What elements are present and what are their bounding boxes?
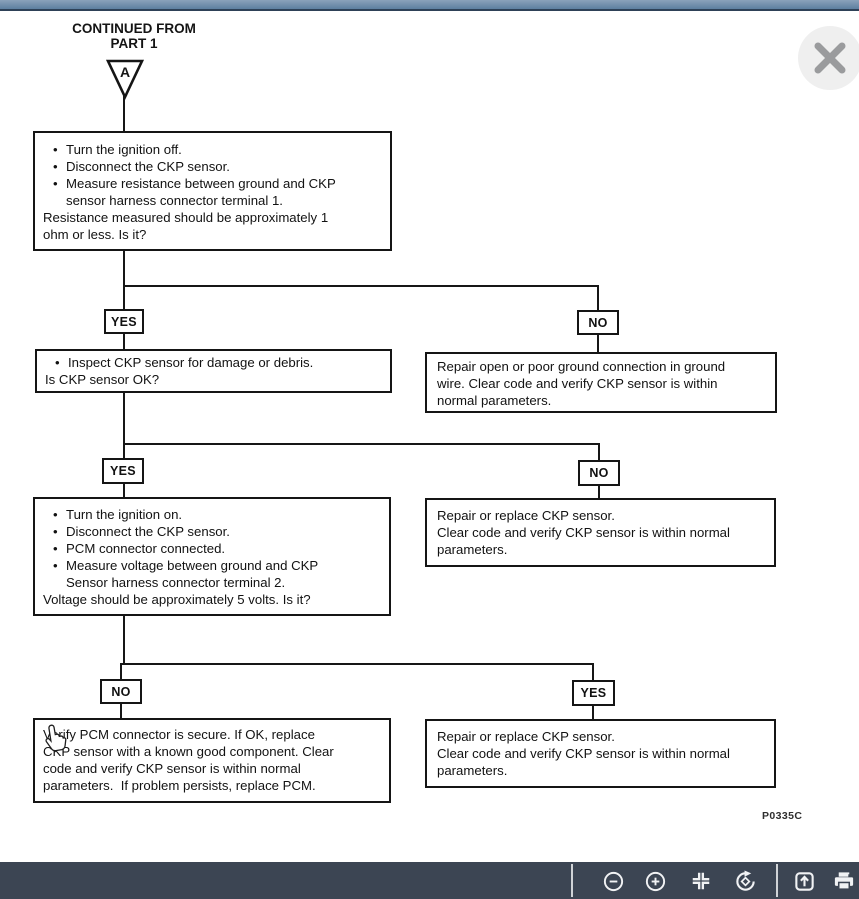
close-button[interactable] bbox=[798, 26, 859, 90]
zoom-out-icon bbox=[603, 871, 623, 891]
print-button[interactable] bbox=[826, 863, 859, 899]
decision-label-yes-3: YES bbox=[572, 680, 615, 706]
box-text-line: Measure resistance between ground and CK… bbox=[43, 175, 382, 192]
connector-line bbox=[123, 285, 599, 287]
connector-line bbox=[598, 443, 600, 466]
connector-line bbox=[123, 386, 125, 445]
box-text-line: Resistance measured should be approximat… bbox=[43, 210, 329, 225]
viewer-toolbar bbox=[0, 862, 859, 899]
box-text-line: Disconnect the CKP sensor. bbox=[43, 523, 381, 540]
box-text-line: Turn the ignition on. bbox=[43, 506, 381, 523]
heading-line-2: PART 1 bbox=[110, 35, 158, 51]
box-text-line: sensor harness connector terminal 1. bbox=[66, 193, 283, 208]
box-text-line: parameters. bbox=[437, 542, 508, 557]
box-text-line: Sensor harness connector terminal 2. bbox=[66, 575, 286, 590]
box-text-line: Turn the ignition off. bbox=[43, 141, 382, 158]
connector-line bbox=[592, 700, 594, 725]
connector-line bbox=[123, 328, 125, 355]
box-text-line: Clear code and verify CKP sensor is with… bbox=[437, 525, 730, 540]
flow-box-repair-replace-1: Repair or replace CKP sensor. Clear code … bbox=[425, 498, 776, 567]
box-text-line: Repair or replace CKP sensor. bbox=[437, 729, 615, 744]
hand-pointer-cursor bbox=[45, 724, 67, 752]
window-top-bar bbox=[0, 0, 859, 11]
toolbar-divider bbox=[571, 864, 573, 897]
rotate-icon bbox=[735, 869, 755, 891]
connector-line bbox=[123, 609, 125, 665]
figure-code: P0335C bbox=[762, 810, 803, 822]
flow-box-verify-pcm: Verify PCM connector is secure. If OK, r… bbox=[33, 718, 391, 803]
connector-line bbox=[123, 478, 125, 503]
box-text-line: Voltage should be approximately 5 volts.… bbox=[43, 592, 311, 607]
box-text-line: parameters. If problem persists, replace… bbox=[43, 778, 316, 793]
box-text-line: wire. Clear code and verify CKP sensor i… bbox=[437, 376, 718, 391]
connector-line bbox=[597, 329, 599, 358]
rotate-button[interactable] bbox=[727, 863, 763, 899]
open-in-new-button[interactable] bbox=[786, 863, 822, 899]
flow-box-step1: Turn the ignition off.Disconnect the CKP… bbox=[33, 131, 392, 251]
connector-line bbox=[123, 443, 125, 464]
box-text-line: Repair open or poor ground connection in… bbox=[437, 359, 726, 374]
flow-box-repair-replace-2: Repair or replace CKP sensor. Clear code … bbox=[425, 719, 776, 788]
decision-label-no-3: NO bbox=[100, 679, 142, 704]
box-text-line: code and verify CKP sensor is within nor… bbox=[43, 761, 301, 776]
flow-box-step2: Turn the ignition on.Disconnect the CKP … bbox=[33, 497, 391, 616]
zoom-in-button[interactable] bbox=[637, 863, 673, 899]
box-text-line: Repair or replace CKP sensor. bbox=[437, 508, 615, 523]
flow-box-inspect-sensor: Inspect CKP sensor for damage or debris.… bbox=[35, 349, 392, 393]
connector-line bbox=[123, 95, 125, 135]
decision-label-yes-1: YES bbox=[104, 309, 144, 334]
box-text-line: parameters. bbox=[437, 763, 508, 778]
connector-line bbox=[123, 443, 599, 445]
heading-line-1: CONTINUED FROM bbox=[72, 21, 196, 36]
decision-label-no-2: NO bbox=[578, 460, 620, 486]
connector-line bbox=[120, 663, 122, 685]
connector-line bbox=[592, 663, 594, 686]
connector-line bbox=[123, 285, 125, 315]
document-canvas: CONTINUED FROM PART 1 A Turn the ignitio… bbox=[0, 11, 859, 862]
continued-from-heading: CONTINUED FROM PART 1 bbox=[24, 21, 244, 51]
toolbar-divider bbox=[776, 864, 778, 897]
box-text-line: Measure voltage between ground and CKP bbox=[43, 557, 381, 574]
box-text-line: ohm or less. Is it? bbox=[43, 227, 147, 242]
fit-to-screen-icon bbox=[692, 872, 710, 890]
connector-line bbox=[598, 480, 600, 504]
box-text-line: PCM connector connected. bbox=[43, 540, 381, 557]
box-text-line: Is CKP sensor OK? bbox=[45, 372, 160, 387]
close-icon bbox=[814, 42, 846, 74]
box-text-line: CKP sensor with a known good component. … bbox=[43, 744, 334, 759]
connector-a-triangle: A bbox=[105, 59, 145, 101]
connector-line bbox=[123, 245, 125, 290]
zoom-out-button[interactable] bbox=[595, 863, 631, 899]
flow-box-repair-ground: Repair open or poor ground connection in… bbox=[425, 352, 777, 413]
connector-line bbox=[597, 285, 599, 316]
decision-label-yes-2: YES bbox=[102, 458, 144, 484]
box-text-line: Inspect CKP sensor for damage or debris. bbox=[45, 354, 382, 371]
connector-line bbox=[120, 698, 122, 724]
box-text-line: normal parameters. bbox=[437, 393, 552, 408]
box-text-line: Verify PCM connector is secure. If OK, r… bbox=[43, 727, 315, 742]
connector-line bbox=[120, 663, 594, 665]
box-text-line: Clear code and verify CKP sensor is with… bbox=[437, 746, 730, 761]
decision-label-no-1: NO bbox=[577, 310, 619, 335]
box-text-line: Disconnect the CKP sensor. bbox=[43, 158, 382, 175]
open-in-new-icon bbox=[794, 871, 814, 891]
zoom-in-icon bbox=[645, 871, 665, 891]
print-icon bbox=[834, 871, 854, 890]
connector-a-label: A bbox=[120, 64, 130, 80]
fit-to-screen-button[interactable] bbox=[683, 863, 719, 899]
